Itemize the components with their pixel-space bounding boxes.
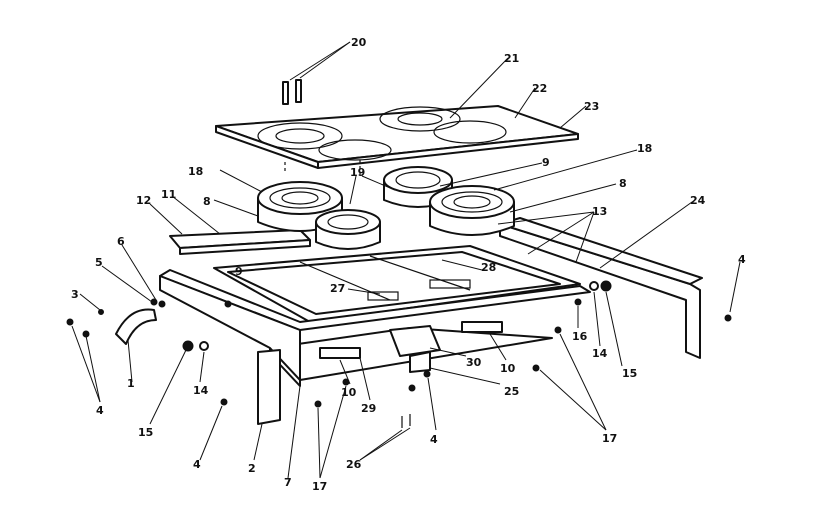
- burner-support-pan: [213, 245, 581, 323]
- burner-rear-right: [383, 166, 453, 208]
- leader-lines: [71, 41, 741, 479]
- callout-8-right: 8: [619, 177, 627, 190]
- callout-6: 6: [117, 235, 125, 248]
- callout-27: 27: [330, 282, 345, 295]
- callout-28: 28: [481, 261, 496, 274]
- callout-30: 30: [466, 356, 482, 369]
- callout-18-left: 18: [188, 165, 203, 178]
- callout-15-right: 15: [622, 367, 637, 380]
- callout-29: 29: [361, 402, 376, 415]
- callout-8-left: 8: [203, 195, 211, 208]
- cooktop-clips: [282, 79, 302, 105]
- callout-10-right: 10: [500, 362, 516, 375]
- burner-front-right: [429, 185, 515, 236]
- callout-16: 16: [572, 330, 588, 343]
- callout-4-bottom-center: 4: [430, 433, 438, 446]
- callout-17-left: 17: [312, 480, 327, 493]
- callout-3: 3: [71, 288, 79, 301]
- callout-2: 2: [248, 462, 256, 475]
- callout-17-right: 17: [602, 432, 617, 445]
- callout-22: 22: [532, 82, 547, 95]
- callout-7: 7: [284, 476, 292, 489]
- callout-24: 24: [690, 194, 706, 207]
- callout-9-upper: 9: [542, 156, 550, 169]
- callout-14-right: 14: [592, 347, 608, 360]
- callout-19: 19: [350, 166, 365, 179]
- callout-labels: 20 21 22 23 18 18 9 9 19 8 8 12 11 13 24…: [71, 36, 746, 493]
- control-module: [389, 325, 441, 373]
- callout-12: 12: [136, 194, 151, 207]
- burner-front-left: [315, 209, 381, 250]
- callout-5: 5: [95, 256, 103, 269]
- callout-1: 1: [127, 377, 135, 390]
- callout-13: 13: [592, 205, 607, 218]
- callout-18-right: 18: [637, 142, 652, 155]
- callout-14-left: 14: [193, 384, 209, 397]
- callout-25: 25: [504, 385, 519, 398]
- callout-23: 23: [584, 100, 599, 113]
- callout-15-left: 15: [138, 426, 153, 439]
- mounting-brackets: [319, 321, 503, 359]
- callout-4-left: 4: [96, 404, 104, 417]
- retaining-bracket: [115, 308, 157, 345]
- fasteners: [66, 280, 732, 428]
- burner-units: [257, 166, 515, 250]
- callout-26: 26: [346, 458, 362, 471]
- callout-10-left: 10: [341, 386, 357, 399]
- callout-9-lower: 9: [235, 265, 243, 278]
- callout-21: 21: [504, 52, 519, 65]
- callout-4-right: 4: [738, 253, 746, 266]
- callout-11: 11: [161, 188, 176, 201]
- cooktop-burner-marks: [257, 106, 507, 161]
- left-side-rail: [169, 229, 311, 255]
- callout-20: 20: [351, 36, 367, 49]
- callout-4-bottom-left: 4: [193, 458, 201, 471]
- glass-cooktop: [215, 105, 579, 176]
